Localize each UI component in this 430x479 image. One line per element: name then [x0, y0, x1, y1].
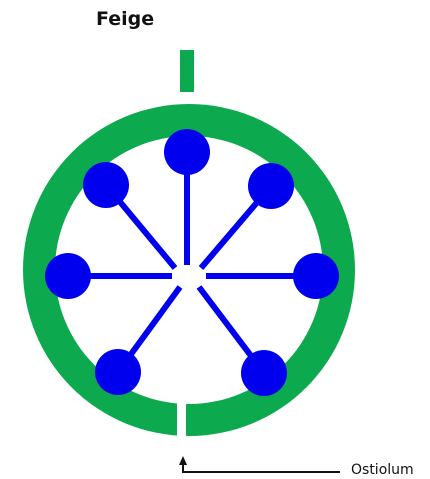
ostiolum-label: Ostiolum: [351, 462, 414, 478]
flower-head-upper-right: [248, 163, 294, 209]
flower-head-lower-left: [95, 349, 141, 395]
fig-stalk: [180, 50, 194, 92]
flower-head-top: [164, 129, 210, 175]
flower-head-left: [45, 253, 91, 299]
ostiolum-pointer-line: [183, 465, 340, 472]
flower-head-lower-right: [241, 350, 287, 396]
ostiolum-gap: [177, 400, 186, 460]
flower-head-upper-left: [83, 162, 129, 208]
ostiolum-pointer: [179, 456, 340, 472]
flower-head-right: [293, 253, 339, 299]
